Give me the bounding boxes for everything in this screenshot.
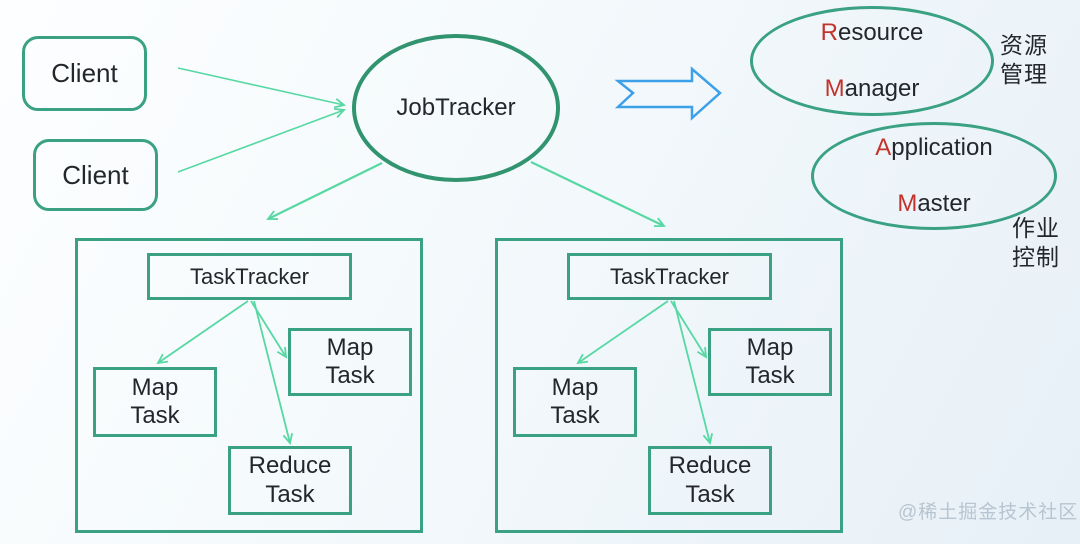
reduce-task-box-2: Reduce Task: [648, 446, 772, 515]
tasktracker-box-1: TaskTracker: [147, 253, 352, 300]
application-master-label: Application Master: [875, 133, 993, 218]
map-task-box-2b: Map Task: [708, 328, 832, 396]
tasktracker-box-2: TaskTracker: [567, 253, 772, 300]
arrow-jobtracker-to-cluster2: [530, 161, 664, 226]
block-arrow-mr-to-yarn: [614, 66, 722, 121]
map-task-box-1a: Map Task: [93, 367, 217, 437]
job-control-annotation: 作业 控制: [1012, 215, 1060, 270]
arrow-client1-to-jobtracker: [177, 67, 344, 105]
tasktracker-cluster-1: [75, 238, 423, 533]
resource-management-annotation: 资源 管理: [1000, 32, 1048, 87]
resource-manager-label: Resource Manager: [820, 18, 924, 103]
client-box-1: Client: [22, 36, 147, 111]
map-task-box-1b: Map Task: [288, 328, 412, 396]
application-master-ellipse: Application Master: [811, 122, 1057, 230]
arrow-jobtracker-to-cluster1: [268, 162, 383, 220]
jobtracker-ellipse: JobTracker: [352, 34, 560, 182]
application-accent-letter: A: [875, 133, 892, 161]
tasktracker-cluster-2: [495, 238, 843, 533]
master-accent-letter: M: [897, 190, 918, 218]
client-box-2: Client: [33, 139, 158, 211]
reduce-task-box-1: Reduce Task: [228, 446, 352, 515]
map-task-box-2a: Map Task: [513, 367, 637, 437]
tasktracker-2-label: TaskTracker: [610, 263, 729, 289]
client-2-label: Client: [62, 159, 129, 190]
manager-accent-letter: M: [824, 75, 845, 103]
client-1-label: Client: [51, 58, 118, 88]
resource-manager-ellipse: Resource Manager: [750, 6, 994, 116]
arrow-client2-to-jobtracker: [177, 110, 344, 173]
tasktracker-1-label: TaskTracker: [190, 263, 309, 289]
resource-accent-letter: R: [820, 18, 838, 46]
watermark-text: @稀土掘金技术社区: [898, 502, 1079, 523]
jobtracker-label: JobTracker: [396, 94, 516, 121]
